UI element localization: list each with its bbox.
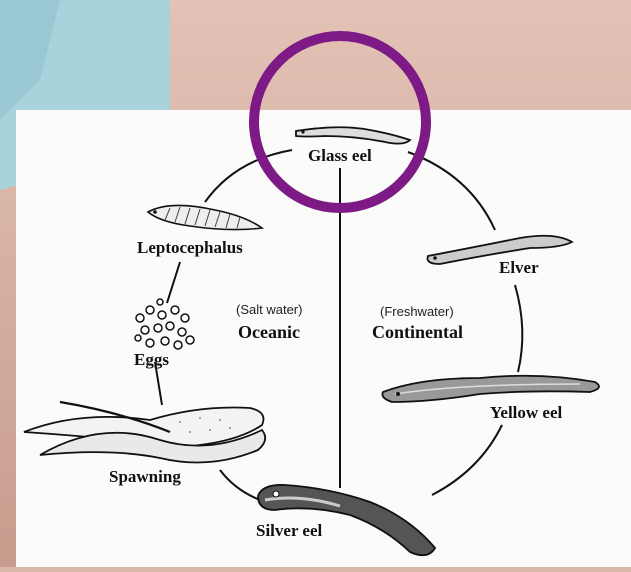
stage-label-elver: Elver bbox=[499, 258, 539, 278]
stage-label-spawning: Spawning bbox=[109, 467, 181, 487]
oceanic-label: Oceanic bbox=[238, 322, 300, 343]
stage-label-eggs: Eggs bbox=[134, 350, 169, 370]
oceanic-note: (Salt water) bbox=[236, 302, 302, 317]
stage-label-leptocephalus: Leptocephalus bbox=[137, 238, 243, 258]
continental-label: Continental bbox=[372, 322, 463, 343]
stage-label-silver-eel: Silver eel bbox=[256, 521, 322, 541]
continental-note: (Freshwater) bbox=[380, 304, 454, 319]
stage-label-glass-eel: Glass eel bbox=[308, 146, 372, 166]
stage-label-yellow-eel: Yellow eel bbox=[490, 403, 562, 423]
